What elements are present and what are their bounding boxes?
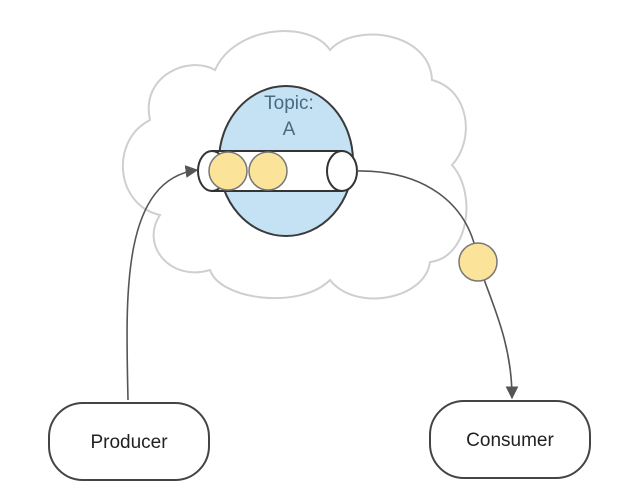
topic-label-line1: Topic: bbox=[264, 93, 314, 114]
queued-message-1 bbox=[208, 151, 248, 191]
broker-cloud bbox=[121, 30, 468, 300]
producer-node: Producer bbox=[48, 402, 210, 481]
topic-label-line2: A bbox=[283, 119, 296, 140]
consumer-node: Consumer bbox=[429, 400, 591, 479]
producer-label: Producer bbox=[90, 432, 168, 453]
consumer-label: Consumer bbox=[466, 430, 554, 451]
queued-message-2 bbox=[248, 151, 288, 191]
produce-arrow bbox=[126, 165, 199, 401]
transit-message bbox=[458, 242, 498, 282]
consume-arrow bbox=[356, 170, 519, 400]
